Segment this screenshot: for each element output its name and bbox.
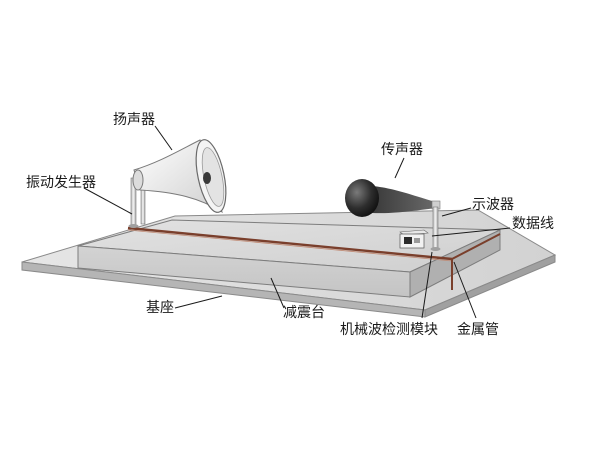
label-detection-module: 机械波检测模块: [340, 322, 438, 338]
sensor-microphone: [345, 179, 441, 251]
speaker-horn: [132, 139, 227, 214]
label-metal-tube: 金属管: [457, 322, 499, 338]
detection-module: [399, 229, 429, 249]
label-sensor: 传声器: [381, 142, 423, 158]
label-base: 基座: [146, 300, 174, 316]
label-damping-table: 减震台: [283, 305, 325, 321]
metal-tube: [127, 226, 501, 290]
speaker-supports: [128, 177, 146, 228]
label-data-cable: 数据线: [512, 216, 554, 232]
label-speaker: 扬声器: [113, 112, 155, 128]
label-vibration-generator: 振动发生器: [26, 175, 96, 191]
label-oscilloscope: 示波器: [472, 197, 514, 213]
leader-lines: [83, 125, 511, 319]
